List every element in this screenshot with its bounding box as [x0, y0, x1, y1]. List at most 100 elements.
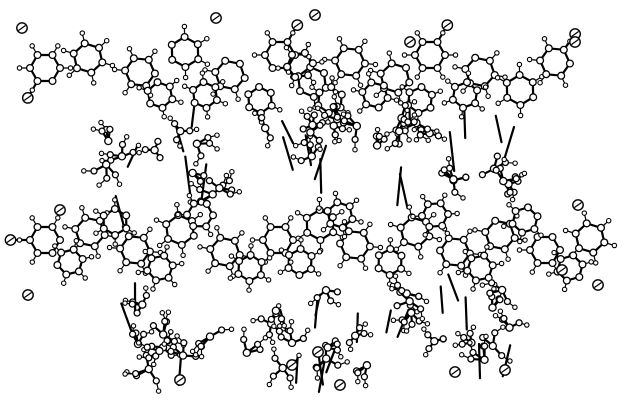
hydrogen-atom	[362, 382, 369, 389]
carbon-atom	[246, 250, 255, 260]
carbon-atom	[548, 232, 557, 242]
hydrogen-atom	[79, 205, 85, 211]
hydrogen-atom	[458, 114, 465, 120]
carbon-atom	[266, 222, 275, 232]
hydrogen-atom	[393, 97, 400, 103]
chlorine-hatch	[571, 39, 579, 45]
hydrogen-atom	[452, 52, 459, 58]
hydrogen-atom	[325, 119, 331, 125]
hydrogen-atom	[497, 308, 504, 314]
carbon-atom	[480, 251, 489, 260]
carbon-atom	[133, 309, 141, 317]
chlorine-hatch	[336, 382, 344, 388]
hydrogen-atom	[411, 99, 418, 105]
hydrogen-atom	[269, 339, 276, 346]
hydrogen-atom	[611, 242, 618, 249]
carbon-atom	[379, 81, 388, 90]
carbon-atom	[457, 261, 466, 270]
carbon-atom	[180, 32, 189, 42]
carbon-atom	[98, 127, 106, 135]
hydrogen-atom	[292, 142, 299, 149]
carbon-atom	[394, 88, 403, 97]
carbon-atom	[418, 63, 427, 73]
carbon-atom	[515, 319, 523, 327]
carbon-atom	[287, 50, 297, 59]
carbon-atom	[467, 355, 475, 363]
nitrogen-atom	[405, 297, 414, 306]
carbon-atom	[128, 330, 137, 338]
chlorine-hatch	[501, 367, 509, 373]
hydrogen-atom	[551, 249, 557, 256]
hydrogen-atom	[235, 96, 241, 102]
carbon-atom	[512, 175, 520, 183]
carbon-atom	[315, 88, 324, 97]
hydrogen-atom	[336, 137, 342, 144]
carbon-atom	[508, 219, 517, 228]
hydrogen-atom	[307, 106, 313, 112]
link-bond	[398, 172, 409, 210]
hydrogen-atom	[470, 324, 477, 331]
carbon-atom	[401, 101, 409, 110]
carbon-atom	[116, 244, 125, 253]
carbon-atom	[283, 62, 292, 71]
carbon-atom	[163, 234, 173, 244]
carbon-atom	[200, 171, 208, 180]
carbon-atom	[260, 50, 270, 60]
nitrogen-atom	[308, 120, 317, 130]
hydrogen-atom	[288, 259, 294, 265]
link-bond	[439, 285, 444, 314]
hydrogen-atom	[384, 131, 390, 137]
chlorine-hatch	[406, 39, 414, 45]
hydrogen-atom	[136, 149, 142, 156]
hydrogen-atom	[419, 193, 426, 200]
chlorine-hatch	[6, 237, 15, 243]
hydrogen-atom	[189, 348, 196, 355]
hydrogen-atom	[178, 260, 185, 267]
hydrogen-atom	[341, 233, 348, 240]
hydrogen-atom	[581, 210, 588, 216]
hydrogen-atom	[494, 75, 501, 81]
carbon-atom	[235, 59, 244, 68]
carbon-atom	[510, 233, 519, 243]
link-bond	[190, 104, 196, 128]
carbon-atom	[267, 101, 276, 110]
hydrogen-atom	[281, 322, 287, 329]
chlorine-hatch	[212, 15, 220, 21]
hydrogen-atom	[29, 215, 35, 221]
carbon-atom	[354, 369, 362, 377]
link-bond	[282, 136, 294, 171]
carbon-atom	[410, 50, 420, 60]
hydrogen-atom	[277, 269, 284, 275]
carbon-atom	[458, 340, 466, 348]
link-bond	[396, 166, 403, 207]
carbon-atom	[164, 273, 173, 282]
chlorine-hatch	[571, 31, 579, 37]
carbon-atom	[393, 302, 401, 310]
carbon-atom	[316, 121, 324, 129]
nitrogen-atom	[271, 306, 281, 315]
nitrogen-atom	[329, 121, 338, 130]
nitrogen-atom	[117, 152, 127, 161]
carbon-atom	[462, 173, 470, 181]
hydrogen-atom	[316, 196, 323, 203]
carbon-atom	[345, 202, 354, 211]
hydrogen-atom	[153, 217, 160, 223]
carbon-atom	[416, 131, 424, 139]
hydrogen-atom	[276, 323, 283, 329]
hydrogen-atom	[188, 180, 194, 187]
carbon-atom	[111, 230, 120, 240]
carbon-atom	[425, 222, 434, 231]
carbon-atom	[331, 131, 339, 139]
nitrogen-atom	[188, 168, 197, 178]
hydrogen-atom	[422, 232, 428, 238]
hydrogen-atom	[340, 111, 347, 117]
hydrogen-atom	[271, 323, 277, 330]
hydrogen-atom	[332, 89, 339, 95]
carbon-atom	[90, 167, 98, 175]
carbon-atom	[440, 50, 450, 60]
carbon-atom	[589, 248, 598, 257]
hydrogen-atom	[522, 237, 528, 243]
hydrogen-atom	[367, 221, 373, 228]
carbon-atom	[442, 260, 451, 269]
hydrogen-atom	[90, 80, 97, 86]
